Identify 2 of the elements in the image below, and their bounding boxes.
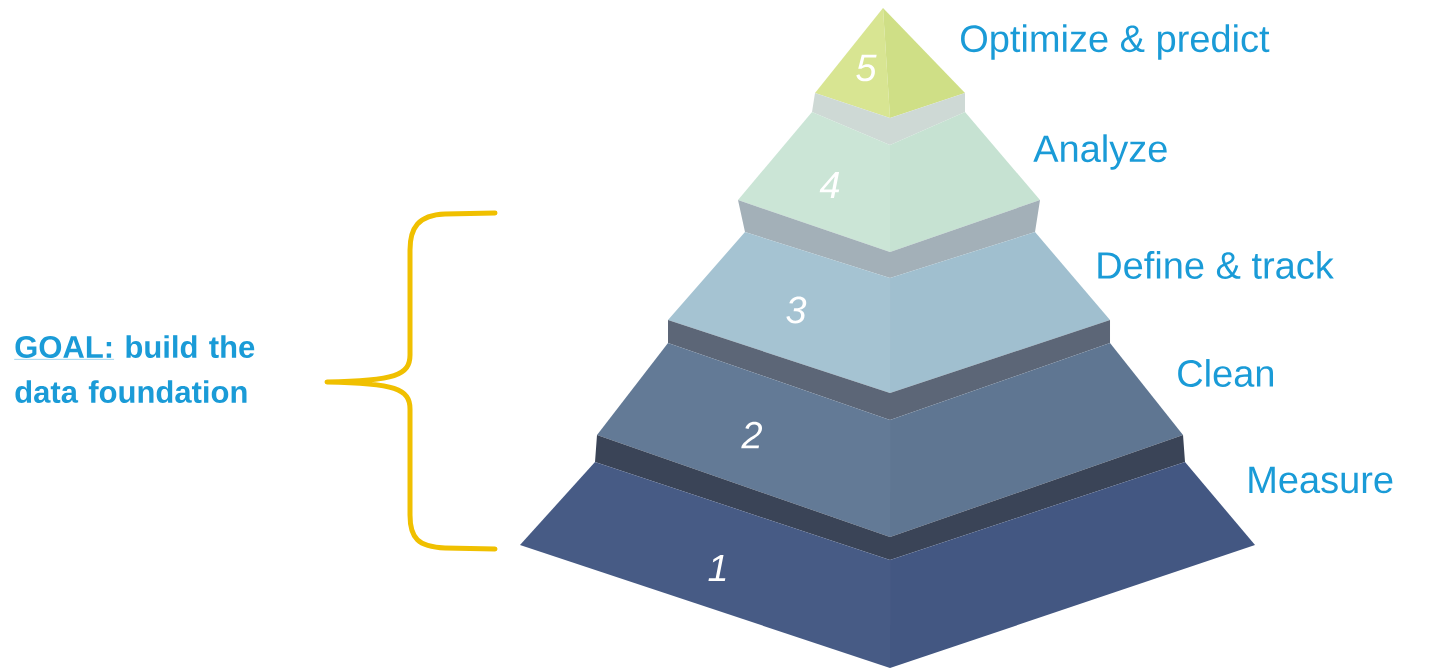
node-label: 5	[856, 54, 877, 82]
goal-text: GOAL: build the data foundation	[14, 335, 255, 403]
